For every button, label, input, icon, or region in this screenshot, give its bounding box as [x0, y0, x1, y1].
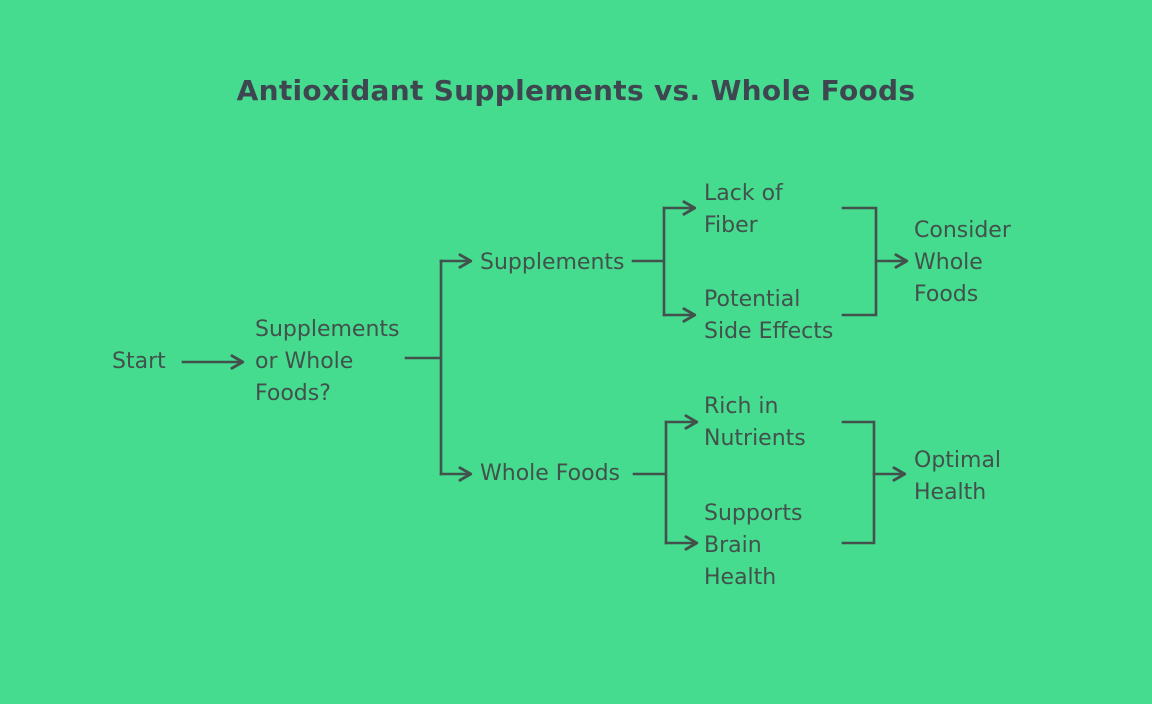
node-whole-foods-label: Whole Foods: [480, 461, 621, 486]
node-start-label: Start: [112, 349, 166, 374]
node-lack-of-fiber-line: Fiber: [704, 213, 758, 238]
node-rich-in-nutrients-line: Nutrients: [704, 426, 806, 451]
diagram-title: Antioxidant Supplements vs. Whole Foods: [236, 74, 916, 107]
edge-merge-whole-foods: [841, 420, 876, 545]
edge-supplements-to-split: [631, 206, 666, 317]
node-potential-side-effects: Potential Side Effects: [704, 284, 833, 348]
node-optimal-health: Optimal Health: [914, 445, 1001, 509]
node-question: Supplements or Whole Foods?: [255, 314, 399, 410]
node-lack-of-fiber-line: Lack of: [704, 181, 783, 206]
node-supports-brain-health-line: Health: [704, 565, 777, 590]
edge-merge-supplements: [841, 206, 878, 317]
edges-group: [181, 200, 909, 551]
node-supplements: Supplements: [480, 247, 624, 279]
node-question-line: Supplements: [255, 317, 400, 342]
node-potential-side-effects-line: Potential: [704, 287, 801, 312]
node-question-line: Foods?: [255, 381, 331, 406]
node-potential-side-effects-line: Side Effects: [704, 319, 834, 344]
node-consider-whole-foods-line: Foods: [914, 282, 979, 307]
node-supplements-label: Supplements: [480, 250, 625, 275]
node-consider-whole-foods-line: Consider: [914, 218, 1011, 243]
node-supports-brain-health-line: Supports: [704, 501, 803, 526]
node-question-line: or Whole: [255, 349, 354, 374]
node-consider-whole-foods: Consider Whole Foods: [914, 215, 1011, 311]
node-optimal-health-line: Optimal: [914, 448, 1002, 473]
node-supports-brain-health: Supports Brain Health: [704, 498, 802, 594]
node-optimal-health-line: Health: [914, 480, 987, 505]
node-start: Start: [112, 346, 166, 378]
edge-whole-foods-to-split: [632, 420, 668, 545]
node-whole-foods: Whole Foods: [480, 458, 620, 490]
node-rich-in-nutrients-line: Rich in: [704, 394, 779, 419]
node-supports-brain-health-line: Brain: [704, 533, 762, 558]
node-rich-in-nutrients: Rich in Nutrients: [704, 391, 806, 455]
node-consider-whole-foods-line: Whole: [914, 250, 983, 275]
node-lack-of-fiber: Lack of Fiber: [704, 178, 783, 242]
edge-question-to-split: [404, 259, 443, 476]
